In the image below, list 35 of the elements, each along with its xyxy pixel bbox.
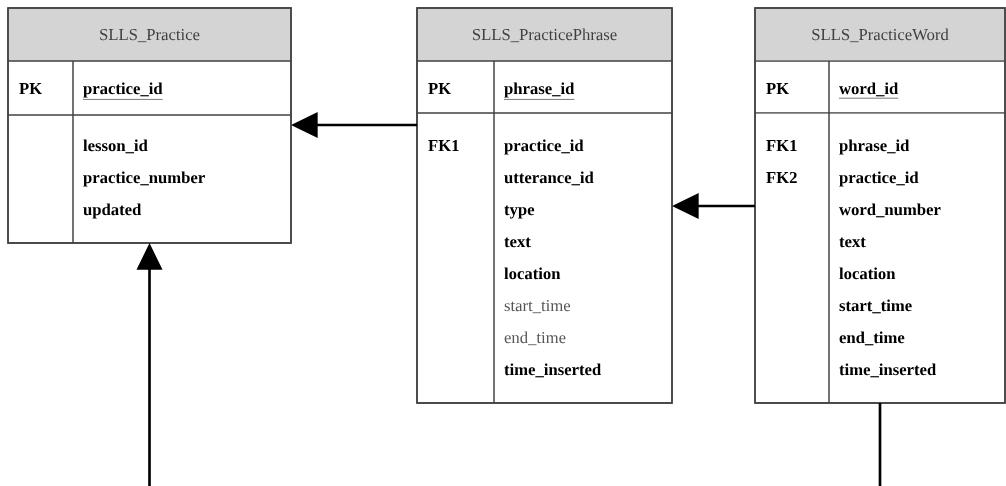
key-label: FK1 <box>766 140 797 151</box>
field-name: start_time <box>839 299 912 314</box>
key-label: PK <box>428 83 452 94</box>
table-title: SLLS_Practice <box>100 28 200 43</box>
field-name: word_number <box>839 203 941 218</box>
field-name: location <box>839 267 896 280</box>
field-name: practice_id <box>839 171 919 187</box>
key-label: PK <box>19 83 43 94</box>
table <box>754 7 1006 404</box>
field-name: location <box>504 267 561 280</box>
field-name: time_inserted <box>504 363 601 378</box>
table <box>7 7 292 244</box>
relationship-line <box>878 403 882 486</box>
field-name: end_time <box>839 331 905 346</box>
field-name: lesson_id <box>83 139 148 154</box>
field-name: utterance_id <box>504 171 594 186</box>
table-title: SLLS_PracticeWord <box>812 28 949 43</box>
field-name: word_id <box>838 82 899 99</box>
field-name: practice_id <box>82 82 163 100</box>
field-name: type <box>504 205 535 219</box>
field-name: start_time <box>504 299 571 314</box>
field-name: phrase_id <box>839 139 910 155</box>
field-name: practice_number <box>83 171 205 187</box>
field-name: text <box>504 237 531 248</box>
key-label: PK <box>766 83 790 94</box>
field-name: updated <box>83 203 142 219</box>
field-name: time_inserted <box>839 363 936 378</box>
field-name: practice_id <box>504 139 584 155</box>
table-title: SLLS_PracticePhrase <box>472 28 617 43</box>
key-label: FK2 <box>766 171 797 183</box>
field-name: phrase_id <box>503 82 575 100</box>
field-name: end_time <box>504 331 566 346</box>
table <box>416 7 673 404</box>
field-name: text <box>839 237 866 248</box>
key-label: FK1 <box>428 140 459 151</box>
